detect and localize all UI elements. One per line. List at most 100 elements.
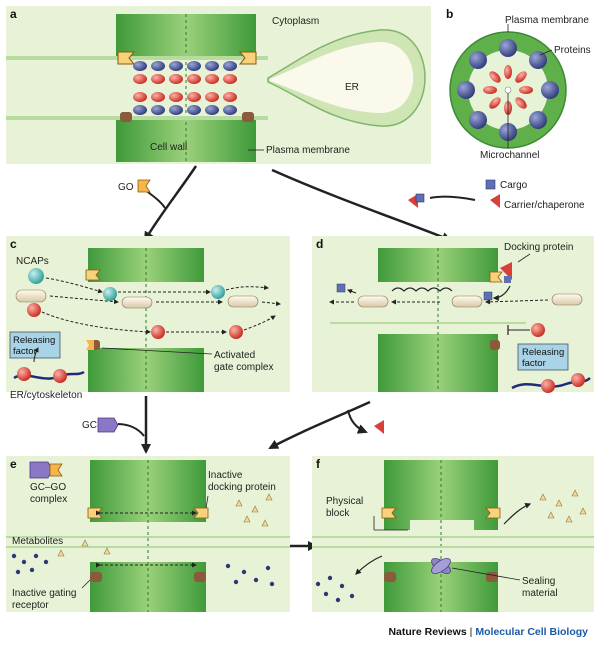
go-molecule-icon — [137, 179, 151, 193]
panel-a-letter: a — [10, 7, 17, 21]
e-receptor-left — [90, 572, 102, 582]
metabolites-label: Metabolites — [12, 536, 63, 547]
panel-e: e GC–GO complex Inactive docking protein… — [6, 456, 290, 612]
d-cargo-exit-arrow — [347, 289, 357, 294]
inactive-gating-leader — [81, 579, 91, 589]
d-cylinder-1 — [357, 295, 389, 308]
go-label: GO — [118, 182, 134, 193]
carrier-release-arrow — [347, 409, 368, 434]
d-wall-top — [378, 248, 498, 282]
figure-credit: Nature Reviews|Molecular Cell Biology — [388, 626, 588, 638]
carrier-cargo-complex-icon — [408, 194, 418, 208]
f-membrane-top — [312, 536, 594, 538]
physical-block-line1: Physical — [326, 496, 363, 507]
ncap-molecule-3 — [211, 285, 225, 299]
f-bounce-arrow-bottom — [355, 555, 383, 575]
e-membrane-top — [6, 536, 290, 538]
credit-separator: | — [469, 626, 473, 638]
cargo-binding-arrow — [429, 195, 476, 201]
f-docking-right — [485, 507, 501, 519]
e-receptor-right — [194, 572, 206, 582]
ncaps-label: NCAPs — [16, 256, 49, 267]
c-bound-go — [86, 340, 94, 350]
plasma-membrane-top — [6, 56, 268, 60]
outer-proteins — [457, 39, 559, 141]
cargo-cylinder-3 — [227, 295, 259, 308]
inactive-gating-line1: Inactive gating — [12, 588, 77, 599]
gc-label: GC — [82, 420, 97, 431]
gc-go-line2: complex — [30, 494, 67, 505]
receptor-right-bottom — [242, 112, 254, 122]
d-traffic-arrows — [329, 299, 549, 305]
credit-publisher: Nature Reviews — [388, 626, 467, 638]
physical-block-line2: block — [326, 508, 350, 519]
arrow-d-to-f — [268, 400, 371, 450]
plasma-membrane-label-b: Plasma membrane — [505, 15, 589, 26]
f-triangle-metabolites — [539, 489, 587, 523]
panel-e-letter: e — [10, 457, 17, 471]
er-lumen — [270, 41, 414, 114]
d-bound-carrier — [500, 262, 512, 280]
e-docking-right — [193, 507, 209, 519]
d-free-red-protein — [531, 323, 545, 337]
gc-feed-arrow — [117, 423, 145, 437]
panel-f-letter: f — [316, 457, 321, 471]
gc-molecule-icon — [97, 417, 119, 433]
microchannel-center — [504, 86, 512, 94]
panel-b-letter: b — [446, 7, 453, 21]
f-membrane-bottom — [312, 546, 594, 548]
d-docking-protein — [489, 271, 503, 283]
cytoplasm-label: Cytoplasm — [272, 16, 319, 27]
cargo-cylinder-1 — [15, 289, 47, 303]
top-connectors: GO Cargo Carrier/chaperone — [118, 165, 585, 242]
d-anchored-protein-2 — [571, 373, 585, 387]
e-triangle-metabolites — [57, 493, 273, 557]
ncap-molecule-1 — [28, 268, 44, 284]
cargo-icon — [485, 179, 496, 190]
docking-protein-leader — [517, 253, 531, 263]
arrow-a-to-c — [143, 165, 198, 242]
inactive-docking-leader — [205, 495, 209, 509]
c-releasing-factor-box — [9, 331, 61, 359]
d-cylinder-3 — [551, 293, 583, 306]
er-cytoskeleton-label: ER/cytoskeleton — [10, 390, 82, 401]
d-cargo-2 — [483, 291, 493, 301]
c-red-protein-1 — [27, 303, 41, 317]
gate-protein-right-top — [238, 51, 257, 65]
d-cylinder-2 — [451, 295, 483, 308]
d-releasing-factor-box — [517, 343, 569, 371]
panel-c: c NCAPs Releasing factor — [6, 236, 290, 401]
gc-go-go-part — [49, 463, 63, 477]
panel-d: d Docking protein Releasing factor — [312, 236, 594, 393]
d-gate-receptor — [490, 340, 500, 350]
d-releasing-factor-line2: factor — [522, 358, 546, 369]
d-membrane-line — [330, 322, 526, 324]
sealing-line2: material — [522, 588, 558, 599]
inactive-docking-line1: Inactive — [208, 470, 243, 481]
f-docking-left — [381, 507, 397, 519]
c-release-arrow — [33, 347, 39, 363]
e-dot-metabolites — [11, 553, 275, 587]
f-receptor-left — [384, 572, 396, 582]
c-wall-top — [88, 248, 204, 282]
sealing-line1: Sealing — [522, 576, 555, 587]
c-gate-top — [85, 269, 101, 281]
f-dot-metabolites — [315, 575, 355, 603]
c-traffic-arrows — [41, 277, 281, 335]
panel-c-letter: c — [10, 237, 17, 251]
carrier-icon — [490, 194, 500, 208]
inactive-docking-line2: docking protein — [208, 482, 276, 493]
gc-go-complex-icon — [29, 461, 53, 479]
released-carrier-icon — [374, 420, 384, 434]
d-cargo-1 — [336, 283, 346, 293]
d-carrier-track — [391, 287, 453, 292]
activated-gate-leader — [101, 347, 213, 355]
panel-b: b Plasma membrane Proteins Microchannel — [446, 7, 591, 161]
sealing-leader — [451, 567, 521, 581]
carrier-label: Carrier/chaperone — [504, 200, 585, 211]
gate-protein-left-top — [117, 51, 136, 65]
panel-f: f Sealing material Physical block — [312, 456, 594, 612]
plasma-membrane-bottom — [6, 116, 268, 120]
d-docking-release-arrow — [492, 285, 511, 301]
